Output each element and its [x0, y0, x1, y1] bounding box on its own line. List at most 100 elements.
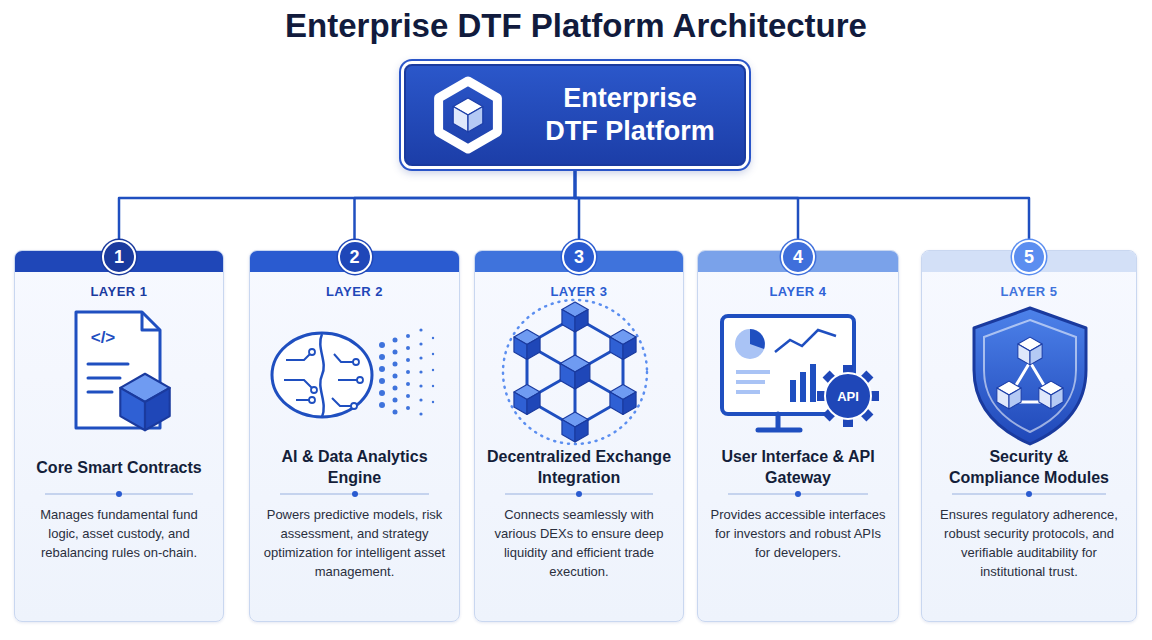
ai-brain-icon-part-part: [393, 410, 398, 415]
ai-brain-icon-part: [272, 333, 372, 417]
dex-network-icon-part: [562, 412, 588, 442]
ai-brain-icon-part: [284, 352, 360, 406]
ai-brain-icon-part: [320, 334, 323, 417]
contract-document-icon-part: [120, 374, 169, 430]
monitor-api-icon-part: [790, 380, 796, 402]
dex-network-icon-part: [514, 330, 540, 360]
ai-brain-icon-part: [309, 397, 315, 403]
monitor-api-icon-part: [750, 329, 765, 349]
layer-number-badge: 2: [338, 240, 372, 274]
monitor-api-icon-part: [722, 316, 854, 414]
divider-dot: [795, 491, 801, 497]
ai-brain-icon-part-part: [432, 337, 434, 339]
layer-number-badge: 1: [102, 240, 136, 274]
layer-number: 3: [574, 247, 584, 267]
ai-brain-icon-part-part: [406, 346, 410, 350]
monitor-api-icon-part-part: [825, 373, 871, 419]
layer-heading: Security & Compliance Modules: [944, 446, 1114, 488]
ai-brain-icon-part-part: [406, 382, 410, 386]
divider-dot: [116, 491, 122, 497]
connector-group: [119, 166, 1029, 240]
monitor-api-icon: [722, 316, 879, 430]
platform-logo: [439, 81, 498, 149]
ai-brain-icon-part-part: [419, 384, 422, 387]
tree-connector: [119, 166, 575, 240]
platform-box: Enterprise DTF Platform: [404, 64, 746, 166]
ai-brain-icon-part-part: [379, 390, 385, 396]
layer-number-badge: 3: [562, 240, 596, 274]
layer-heading: User Interface & API Gateway: [713, 446, 883, 488]
divider-dot: [576, 491, 582, 497]
layer-number: 1: [114, 247, 124, 267]
ai-brain-icon-part: [353, 359, 359, 365]
layer-description: Manages fundamental fund logic, asset cu…: [28, 505, 210, 562]
tree-connector: [575, 166, 1029, 240]
dex-network-icon-part: [503, 300, 647, 444]
monitor-api-icon-part: [775, 330, 836, 352]
security-shield-icon-part: [984, 320, 1076, 432]
layer-card: LAYER 5 Security & Compliance ModulesEnsu…: [921, 250, 1137, 622]
contract-document-icon: [76, 312, 170, 430]
layer-description: Ensures regulatory adherence, robust sec…: [938, 505, 1120, 581]
security-shield-icon: [974, 308, 1086, 444]
monitor-api-icon-part-part: [856, 371, 873, 388]
monitor-api-icon-part-part: [843, 365, 853, 379]
ai-brain-icon-part-part: [419, 342, 422, 345]
layer-label: LAYER 5: [922, 284, 1136, 300]
dex-network-icon-part: [610, 385, 636, 415]
dex-network-icon-part: [527, 317, 623, 427]
layer-heading: Core Smart Contracts: [24, 457, 214, 478]
ai-brain-icon-part-part: [432, 353, 434, 355]
title-layer: Enterprise DTF Platform Architecture: [0, 6, 1152, 46]
platform-logo-part: [439, 81, 498, 149]
layer-card: LAYER 4 User Interface & API GatewayProvi…: [697, 250, 899, 622]
ai-brain-icon-part-part: [393, 338, 398, 343]
monitor-api-icon-part: [736, 372, 770, 392]
dex-network-icon-part: [514, 385, 540, 415]
ai-brain-icon-part-part: [419, 398, 422, 401]
ai-brain-icon-part-part: [406, 394, 410, 398]
ai-brain-icon-part-part: [393, 350, 398, 355]
contract-document-icon-part: [88, 364, 128, 392]
ai-brain-icon-part-part: [419, 370, 422, 373]
divider-dot: [352, 491, 358, 497]
layer-number-badge: 5: [1012, 240, 1046, 274]
ai-brain-icon-part-part: [379, 342, 385, 348]
ai-brain-icon-part-part: [406, 358, 410, 362]
layer-description: Powers predictive models, risk assessmen…: [264, 505, 446, 581]
monitor-api-icon-part-part: [817, 391, 831, 401]
layer-label: LAYER 2: [250, 284, 459, 300]
ai-brain-icon-part-part: [432, 385, 434, 387]
layer-description: Provides accessible interfaces for inves…: [707, 505, 889, 562]
security-shield-icon-part: [1012, 362, 1048, 402]
ai-brain-icon-part-part: [406, 370, 410, 374]
ai-brain-icon-part-part: [419, 328, 422, 331]
ai-brain-icon-part-part: [379, 354, 385, 360]
layer-number: 4: [793, 247, 803, 267]
monitor-api-icon-part-part: [865, 391, 879, 401]
layer-number: 2: [349, 247, 359, 267]
ai-brain-icon-part-part: [419, 356, 422, 359]
ai-brain-icon-part-part: [393, 374, 398, 379]
layer-heading: AI & Data Analytics Engine: [280, 446, 430, 488]
dex-network-icon-part: [610, 330, 636, 360]
monitor-api-icon-part: [800, 372, 806, 402]
dex-network-icon-part: [562, 302, 588, 332]
layer-number-badge: 4: [781, 240, 815, 274]
ai-brain-icon-part: [351, 403, 357, 409]
ai-brain-icon: [272, 328, 434, 417]
layer-heading: Decentralized Exchange Integration: [484, 446, 674, 488]
ai-brain-icon-part-part: [393, 398, 398, 403]
ai-brain-icon-part-part: [432, 369, 434, 371]
ai-brain-icon-part-part: [432, 401, 434, 403]
ai-brain-icon-part-part: [379, 402, 385, 408]
contract-document-icon-part: [76, 312, 160, 428]
contract-document-icon-part: [142, 312, 160, 330]
tree-connector: [355, 166, 576, 240]
security-shield-icon-part: [974, 308, 1086, 444]
ai-brain-icon-part-part: [393, 386, 398, 391]
layer-label: LAYER 4: [698, 284, 898, 300]
ai-brain-icon-part-part: [406, 334, 410, 338]
